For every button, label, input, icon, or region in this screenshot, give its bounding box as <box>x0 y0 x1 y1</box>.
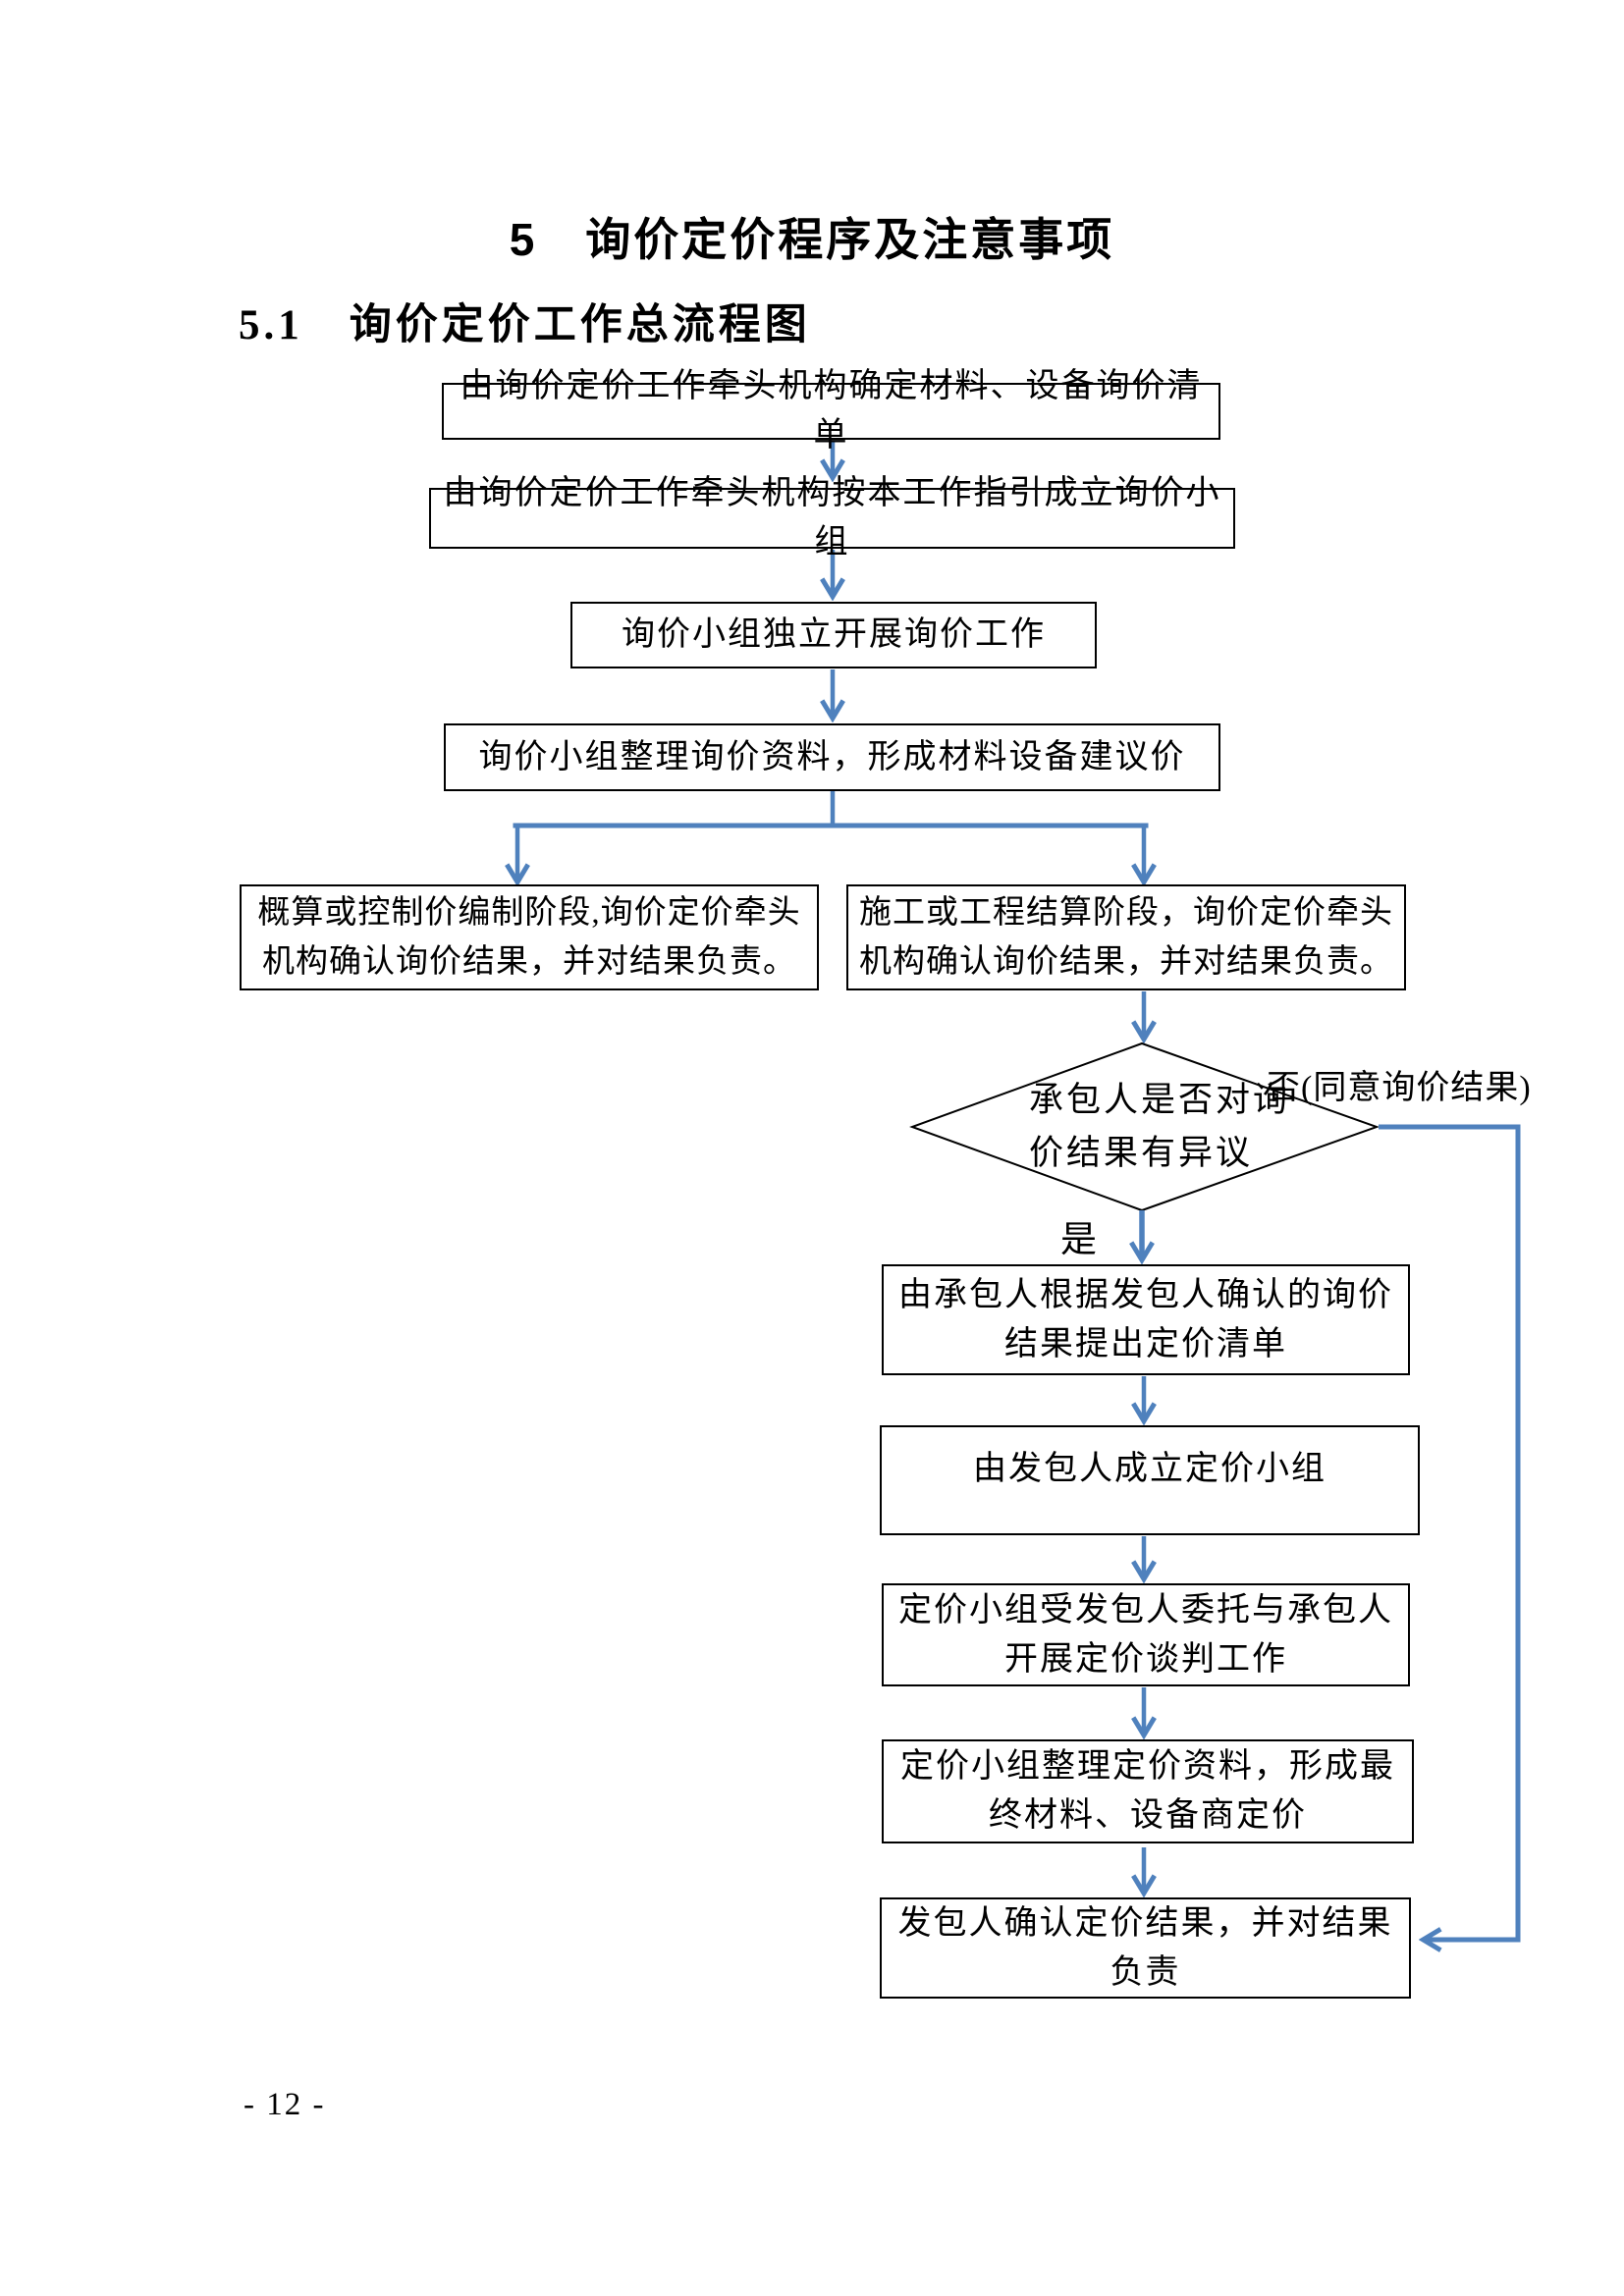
flow-box-establish-inquiry-team: 由询价定价工作牵头机构按本工作指引成立询价小组 <box>429 475 1235 561</box>
flow-box-compile-inquiry-data: 询价小组整理询价资料，形成材料设备建议价 <box>444 723 1220 791</box>
flow-box-determine-inquiry-list: 由询价定价工作牵头机构确定材料、设备询价清单 <box>442 368 1220 454</box>
decision-diamond-text: 承包人是否对询价结果有异议 <box>1029 1081 1291 1172</box>
flow-box-independent-inquiry-work: 询价小组独立开展询价工作 <box>570 602 1097 668</box>
branch-label-no: 否(同意询价结果) <box>1267 1070 1532 1106</box>
section-heading: 5.1 询价定价工作总流程图 <box>239 302 811 348</box>
flow-box-contractor-pricing-list: 由承包人根据发包人确认的询价结果提出定价清单 <box>882 1264 1410 1375</box>
page-number: - 12 - <box>244 2087 326 2122</box>
flow-box-employer-confirm-result: 发包人确认定价结果，并对结果负责 <box>880 1897 1411 1999</box>
arrow-decision-no-loop <box>1379 1124 1521 1940</box>
flow-box-construction-stage-confirm: 施工或工程结算阶段，询价定价牵头机构确认询价结果，并对结果负责。 <box>846 884 1406 990</box>
page-title: 5 询价定价程序及注意事项 <box>509 214 1115 265</box>
flow-box-final-pricing-data: 定价小组整理定价资料，形成最终材料、设备商定价 <box>882 1739 1414 1843</box>
flow-box-employer-pricing-team: 由发包人成立定价小组 <box>880 1425 1420 1535</box>
flow-box-pricing-negotiation: 定价小组受发包人委托与承包人开展定价谈判工作 <box>882 1583 1410 1686</box>
branch-label-yes: 是 <box>1060 1220 1098 1260</box>
flow-box-estimate-stage-confirm: 概算或控制价编制阶段,询价定价牵头机构确认询价结果，并对结果负责。 <box>240 884 819 990</box>
